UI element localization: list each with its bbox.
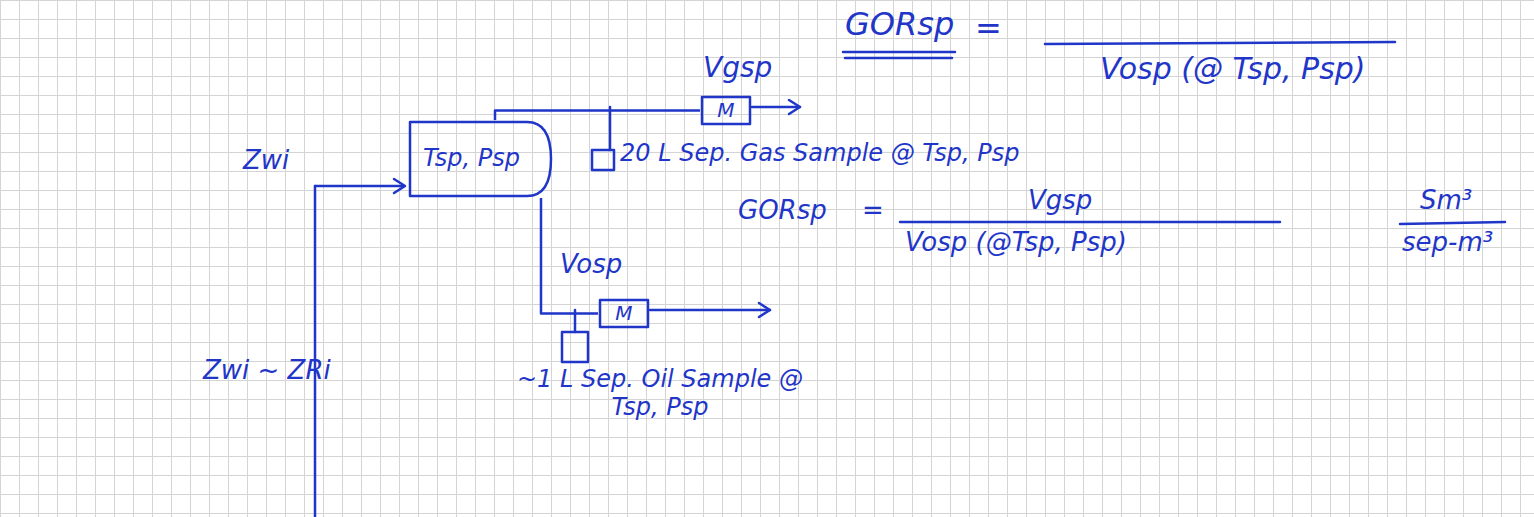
handwritten-label: Vgsp bbox=[1028, 186, 1092, 216]
feed-line bbox=[314, 186, 317, 517]
sample-stub bbox=[609, 107, 612, 150]
node-text: Tsp, Psp bbox=[423, 145, 520, 173]
arrow-head bbox=[394, 179, 405, 193]
handwritten-label: Vosp (@Tsp, Psp) bbox=[905, 228, 1127, 258]
arrow-head bbox=[789, 100, 800, 114]
fraction-bar bbox=[900, 221, 1280, 224]
handwritten-label: Zwi bbox=[243, 146, 289, 176]
double-underline bbox=[843, 51, 955, 54]
gas-outlet bbox=[752, 106, 800, 109]
handwritten-label: = bbox=[862, 196, 884, 226]
gas-sample-bottle bbox=[592, 150, 614, 170]
arrow-head bbox=[759, 303, 770, 317]
separator-vessel: Tsp, Psp bbox=[408, 120, 553, 198]
handwritten-label: GORsp bbox=[738, 196, 827, 226]
node-text: M bbox=[615, 302, 632, 325]
double-underline bbox=[845, 57, 952, 60]
handwritten-label: GORsp bbox=[845, 6, 954, 43]
feed-line bbox=[315, 185, 404, 188]
handwritten-label: Vosp bbox=[560, 250, 622, 280]
flow-line bbox=[495, 111, 700, 121]
handwritten-label: Zwi ~ ZRi bbox=[203, 356, 331, 386]
fraction-bar bbox=[1045, 42, 1395, 44]
handwritten-label: Vosp (@ Tsp, Psp) bbox=[1100, 52, 1366, 87]
handwritten-label: = bbox=[975, 10, 1002, 47]
handwritten-label: sep-m³ bbox=[1402, 228, 1493, 258]
oil-sample-bottle bbox=[562, 332, 588, 362]
oil-meter: M bbox=[598, 298, 650, 329]
handwritten-label: Sm³ bbox=[1420, 186, 1472, 216]
handwritten-label: Vgsp bbox=[703, 52, 772, 84]
gas-meter: M bbox=[700, 95, 752, 126]
handwritten-label: 20 L Sep. Gas Sample @ Tsp, Psp bbox=[620, 140, 1019, 168]
node-text: M bbox=[717, 99, 734, 122]
oil-outlet bbox=[650, 309, 770, 312]
fraction-bar bbox=[1400, 222, 1505, 224]
handwritten-label: ~1 L Sep. Oil Sample @ Tsp, Psp bbox=[500, 366, 820, 421]
